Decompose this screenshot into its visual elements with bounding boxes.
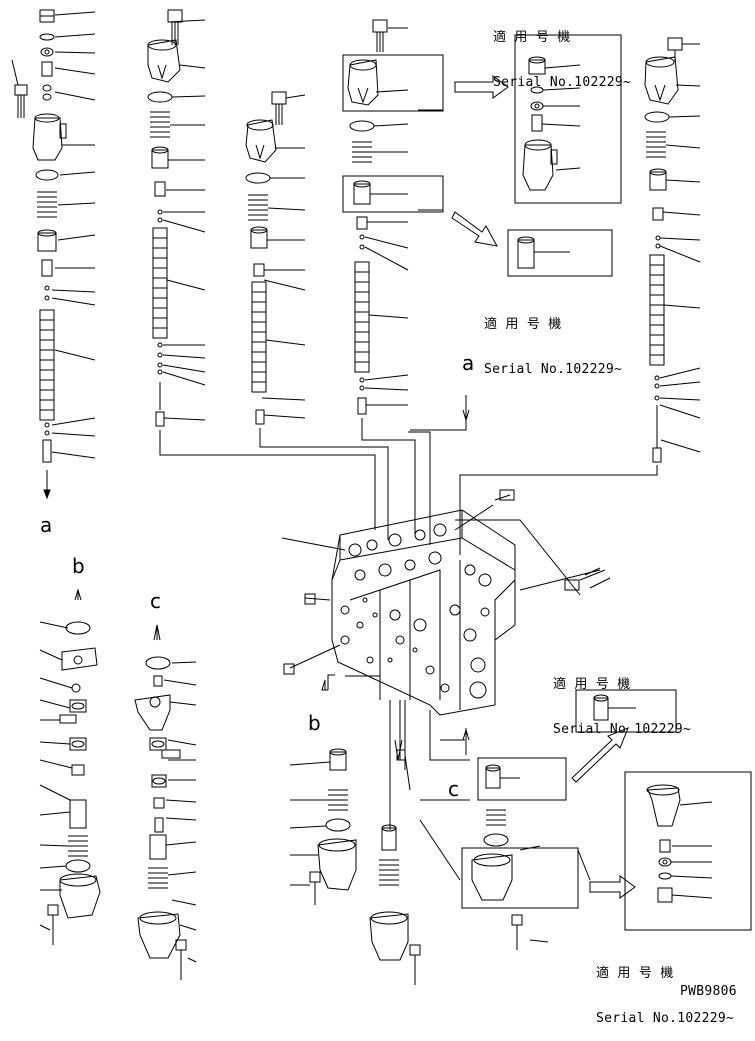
exploded-view-drawing [11,9,752,985]
note-right-serial: Serial No 102229~ [553,722,692,737]
inset-box-top [514,34,622,204]
serial-note-top: 適 用 号 機 Serial No.102229~ [493,0,631,105]
column-5-parts [644,37,701,463]
marker-b-center: b [308,711,321,735]
parts-diagram: 適 用 号 機 Serial No.102229~ 適 用 号 機 Serial… [11,0,752,1026]
serial-note-right: 適 用 号 機 Serial No 102229~ [553,647,691,752]
inset-box-bottom [624,771,752,931]
marker-a-top: a [462,351,475,375]
marker-b-left: b [72,554,85,578]
column-4-parts [342,19,509,415]
bottom-center-column [289,727,636,985]
drawing-code: PWB9806 [680,984,737,999]
marker-a-left: a [40,513,53,537]
main-valve-body [281,489,611,830]
bottom-column-c [134,624,197,980]
inset-box-right [575,689,677,733]
note-top-serial: Serial No.102229~ [493,75,632,90]
inset-box-mid [507,229,613,277]
connector-lines [159,395,658,555]
note-top-jp: 適 用 号 機 [493,30,571,45]
column-1-parts [11,9,96,500]
column-3-parts [245,91,306,425]
serial-note-mid: 適 用 号 機 Serial No.102229~ [484,287,622,392]
note-mid-serial: Serial No.102229~ [484,362,623,377]
marker-c-center: c [448,777,460,801]
note-bottom-serial: Serial No.102229~ [596,1011,735,1026]
note-mid-jp: 適 用 号 機 [484,317,562,332]
column-2-parts [147,9,206,427]
note-right-jp: 適 用 号 機 [553,677,631,692]
bottom-column-b [39,588,101,945]
marker-c-left: c [150,589,162,613]
note-bottom-jp: 適 用 号 機 [596,966,674,981]
